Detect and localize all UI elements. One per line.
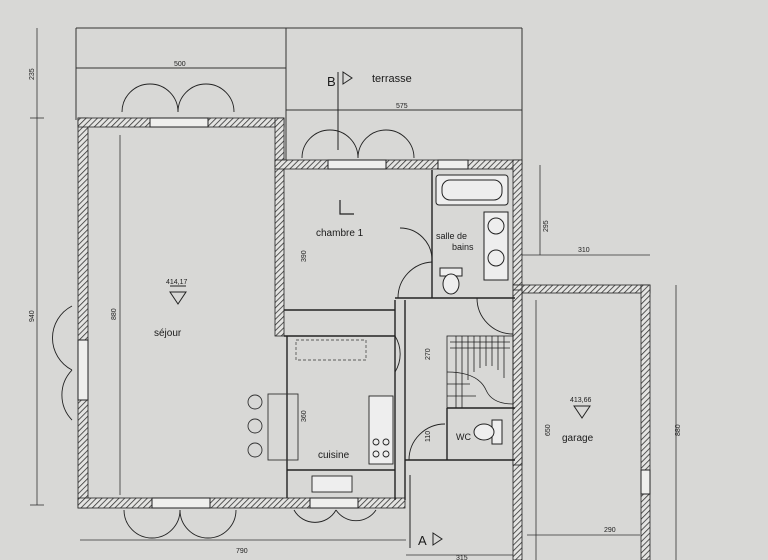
bathtub [435, 174, 509, 206]
dimension-880-sejour: 880 [111, 308, 118, 320]
room-label-sejour: séjour [154, 328, 182, 339]
dimension-390: 390 [301, 250, 308, 262]
section-marker-b [337, 71, 353, 150]
dimension-650: 650 [545, 424, 552, 436]
chambre-marker [339, 200, 354, 215]
dimension-295: 295 [543, 220, 550, 232]
level-marker-sejour [169, 285, 187, 305]
level-value-garage: 413,66 [570, 397, 592, 404]
dimension-575: 575 [396, 103, 408, 110]
upper-cabinets [295, 339, 367, 361]
dimension-315: 315 [456, 555, 468, 560]
dimension-790: 790 [236, 548, 248, 555]
dimension-lines [30, 28, 677, 560]
dimension-310: 310 [578, 247, 590, 254]
dimension-290: 290 [604, 527, 616, 534]
dimension-880-garage: 880 [675, 424, 682, 436]
dimension-500: 500 [174, 61, 186, 68]
level-marker-garage [573, 405, 591, 419]
room-label-sdb-line1: salle de [436, 231, 467, 241]
room-label-sdb-line2: bains [452, 242, 474, 252]
room-label-cuisine: cuisine [318, 450, 350, 461]
washbasins [483, 211, 509, 281]
toilets [439, 267, 503, 445]
section-marker-a [409, 475, 443, 548]
dimension-270: 270 [425, 348, 432, 360]
windows [77, 117, 651, 509]
section-letter-b: B [327, 74, 336, 89]
dimension-940: 940 [29, 310, 36, 322]
staircase [446, 335, 514, 409]
terrace-outline [75, 27, 523, 165]
dimension-110: 110 [425, 431, 432, 442]
kitchen-counter [311, 395, 394, 493]
room-label-wc: WC [456, 432, 471, 442]
level-value-sejour: 414,17 [166, 279, 188, 286]
dining-table [247, 393, 299, 461]
room-label-terrasse: terrasse [372, 73, 412, 85]
door-swings [52, 83, 514, 539]
interior-walls [284, 170, 515, 500]
room-label-chambre: chambre 1 [316, 228, 364, 239]
dimension-235: 235 [29, 68, 36, 80]
dimension-360: 360 [301, 410, 308, 422]
room-label-garage: garage [562, 433, 594, 444]
section-letter-a: A [418, 533, 427, 548]
